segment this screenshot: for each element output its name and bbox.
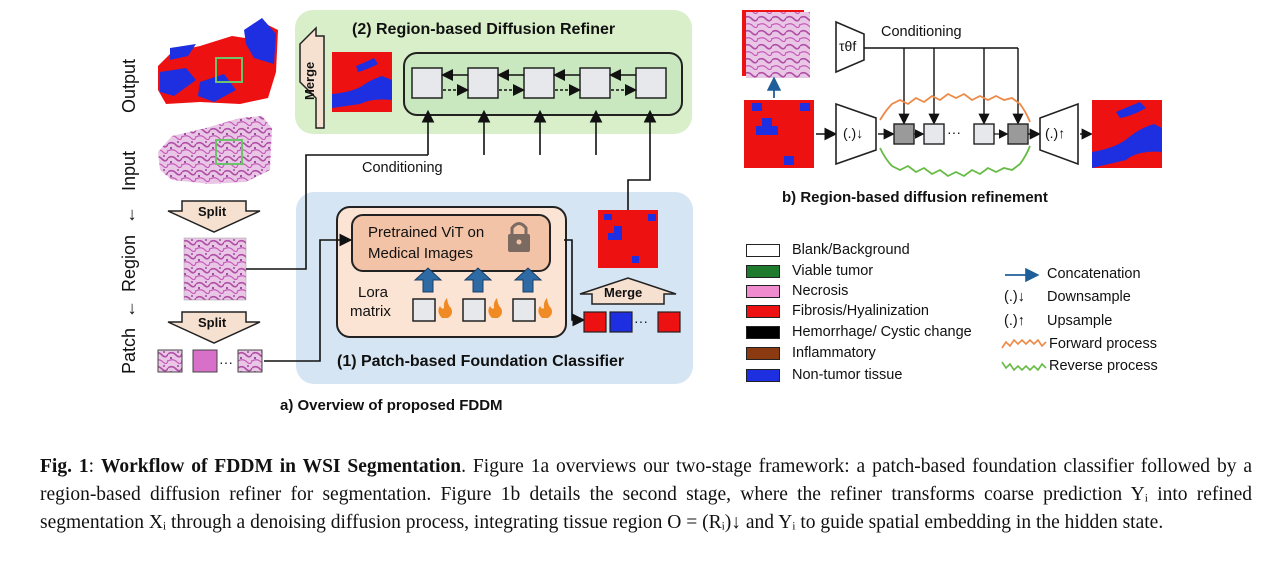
vit-label-line2: Medical Images xyxy=(368,245,474,262)
patch-ellipsis: ··· xyxy=(219,354,233,370)
patch-thumb-2 xyxy=(192,349,218,373)
legend-reverse: Reverse process xyxy=(1049,358,1158,374)
downsample-label: (.)↓ xyxy=(843,125,864,141)
legend-up: Upsample xyxy=(1047,313,1113,329)
lora-square-3 xyxy=(512,298,536,322)
panel-a-graphics xyxy=(157,18,681,373)
reverse-legend-line xyxy=(1001,361,1047,372)
conditioning-label-b: Conditioning xyxy=(881,24,962,40)
legend-swatch-hemorrhage xyxy=(746,325,780,339)
output-ellipsis: ··· xyxy=(634,313,648,329)
split-label-bottom: Split xyxy=(198,315,227,330)
lora-square-1 xyxy=(412,298,436,322)
classifier-title: (1) Patch-based Foundation Classifier xyxy=(337,353,625,370)
chain-square-3 xyxy=(523,67,555,99)
conditioning-label: Conditioning xyxy=(362,160,443,176)
figure-title: Workflow of FDDM in WSI Segmentation xyxy=(100,456,462,477)
legend-item: Hemorrhage/ Cystic change xyxy=(746,322,972,342)
coarse-mask xyxy=(598,210,658,268)
reverse-process-curve xyxy=(879,145,1031,178)
lora-arrow-3 xyxy=(513,267,543,293)
legend-up-symbol: (.)↑ xyxy=(1004,313,1025,329)
split-label-top: Split xyxy=(198,204,227,219)
ops-legend-graphics xyxy=(1001,267,1047,372)
legend-item: Inflammatory xyxy=(746,343,972,363)
panel-b-caption: b) Region-based diffusion refinement xyxy=(782,189,1048,206)
panel-b-graphics xyxy=(742,10,1162,178)
refined-mask-top xyxy=(332,52,392,112)
latent-square-2 xyxy=(923,123,945,145)
legend-down: Downsample xyxy=(1047,289,1131,305)
legend-swatch-viable xyxy=(746,264,780,278)
output-wsi-mask xyxy=(158,18,278,104)
encoder-down xyxy=(835,102,877,166)
decoder-up xyxy=(1039,102,1079,166)
flame-icon xyxy=(538,298,552,318)
patch-thumb-1 xyxy=(157,349,183,373)
legend-swatch-necrosis xyxy=(746,284,780,298)
patch-pred-1 xyxy=(583,311,607,333)
latent-ellipsis: ··· xyxy=(947,124,961,140)
patch-thumb-3 xyxy=(237,349,263,373)
lora-square-2 xyxy=(462,298,486,322)
lora-label-line2: matrix xyxy=(350,303,391,320)
upsample-label: (.)↑ xyxy=(1045,125,1066,141)
merge-arrow-mid xyxy=(579,277,677,305)
latent-square-3 xyxy=(973,123,995,145)
panel-a-caption: a) Overview of proposed FDDM xyxy=(280,397,503,414)
lora-arrow-2 xyxy=(463,267,493,293)
coarse-mask-b xyxy=(744,100,814,168)
flame-icon xyxy=(488,298,502,318)
merge-label-mid: Merge xyxy=(604,285,643,300)
input-wsi xyxy=(158,116,272,184)
latent-square-4 xyxy=(1007,123,1029,145)
refiner-title: (2) Region-based Diffusion Refiner xyxy=(352,21,616,38)
legend-item: Non-tumor tissue xyxy=(746,365,972,385)
lock-icon xyxy=(508,222,530,252)
patch-pred-2 xyxy=(609,311,633,333)
legend-swatch-non-tumor xyxy=(746,368,780,382)
chain-square-1 xyxy=(411,67,443,99)
figure-body: . Figure 1a overviews our two-stage fram… xyxy=(40,456,1253,533)
merge-label-top: Merge xyxy=(302,61,317,100)
vit-label-line1: Pretrained ViT on xyxy=(368,224,485,241)
forward-legend-line xyxy=(1001,338,1047,349)
forward-process-curve xyxy=(879,92,1031,123)
legend-forward: Forward process xyxy=(1049,336,1157,352)
latent-square-1 xyxy=(893,123,915,145)
class-legend: Blank/Background Viable tumor Necrosis F… xyxy=(746,240,972,385)
legend-item: Fibrosis/Hyalinization xyxy=(746,301,972,321)
legend-concat: Concatenation xyxy=(1047,266,1141,282)
figure-caption: Fig. 1: Workflow of FDDM in WSI Segmenta… xyxy=(40,456,1253,533)
tau-label: τθf xyxy=(839,38,857,54)
chain-square-2 xyxy=(467,67,499,99)
chain-square-4 xyxy=(579,67,611,99)
legend-item: Blank/Background xyxy=(746,240,972,260)
lora-label-line1: Lora xyxy=(358,284,389,301)
region-stack xyxy=(742,10,810,78)
tau-encoder xyxy=(835,20,865,74)
lora-arrow-1 xyxy=(413,267,443,293)
figure-number: Fig. 1 xyxy=(40,456,89,477)
split-arrow-top xyxy=(167,200,261,233)
region-image xyxy=(183,237,247,301)
flame-icon xyxy=(438,298,452,318)
chain-square-5 xyxy=(635,67,667,99)
legend-swatch-background xyxy=(746,243,780,257)
legend-item: Viable tumor xyxy=(746,261,972,281)
patch-pred-3 xyxy=(657,311,681,333)
legend-down-symbol: (.)↓ xyxy=(1004,289,1025,305)
merge-arrow-top xyxy=(299,26,325,129)
legend-swatch-fibrosis xyxy=(746,304,780,318)
legend-swatch-inflammatory xyxy=(746,346,780,360)
split-arrow-bottom xyxy=(167,311,261,344)
legend-item: Necrosis xyxy=(746,281,972,301)
refined-mask-b xyxy=(1092,100,1162,168)
